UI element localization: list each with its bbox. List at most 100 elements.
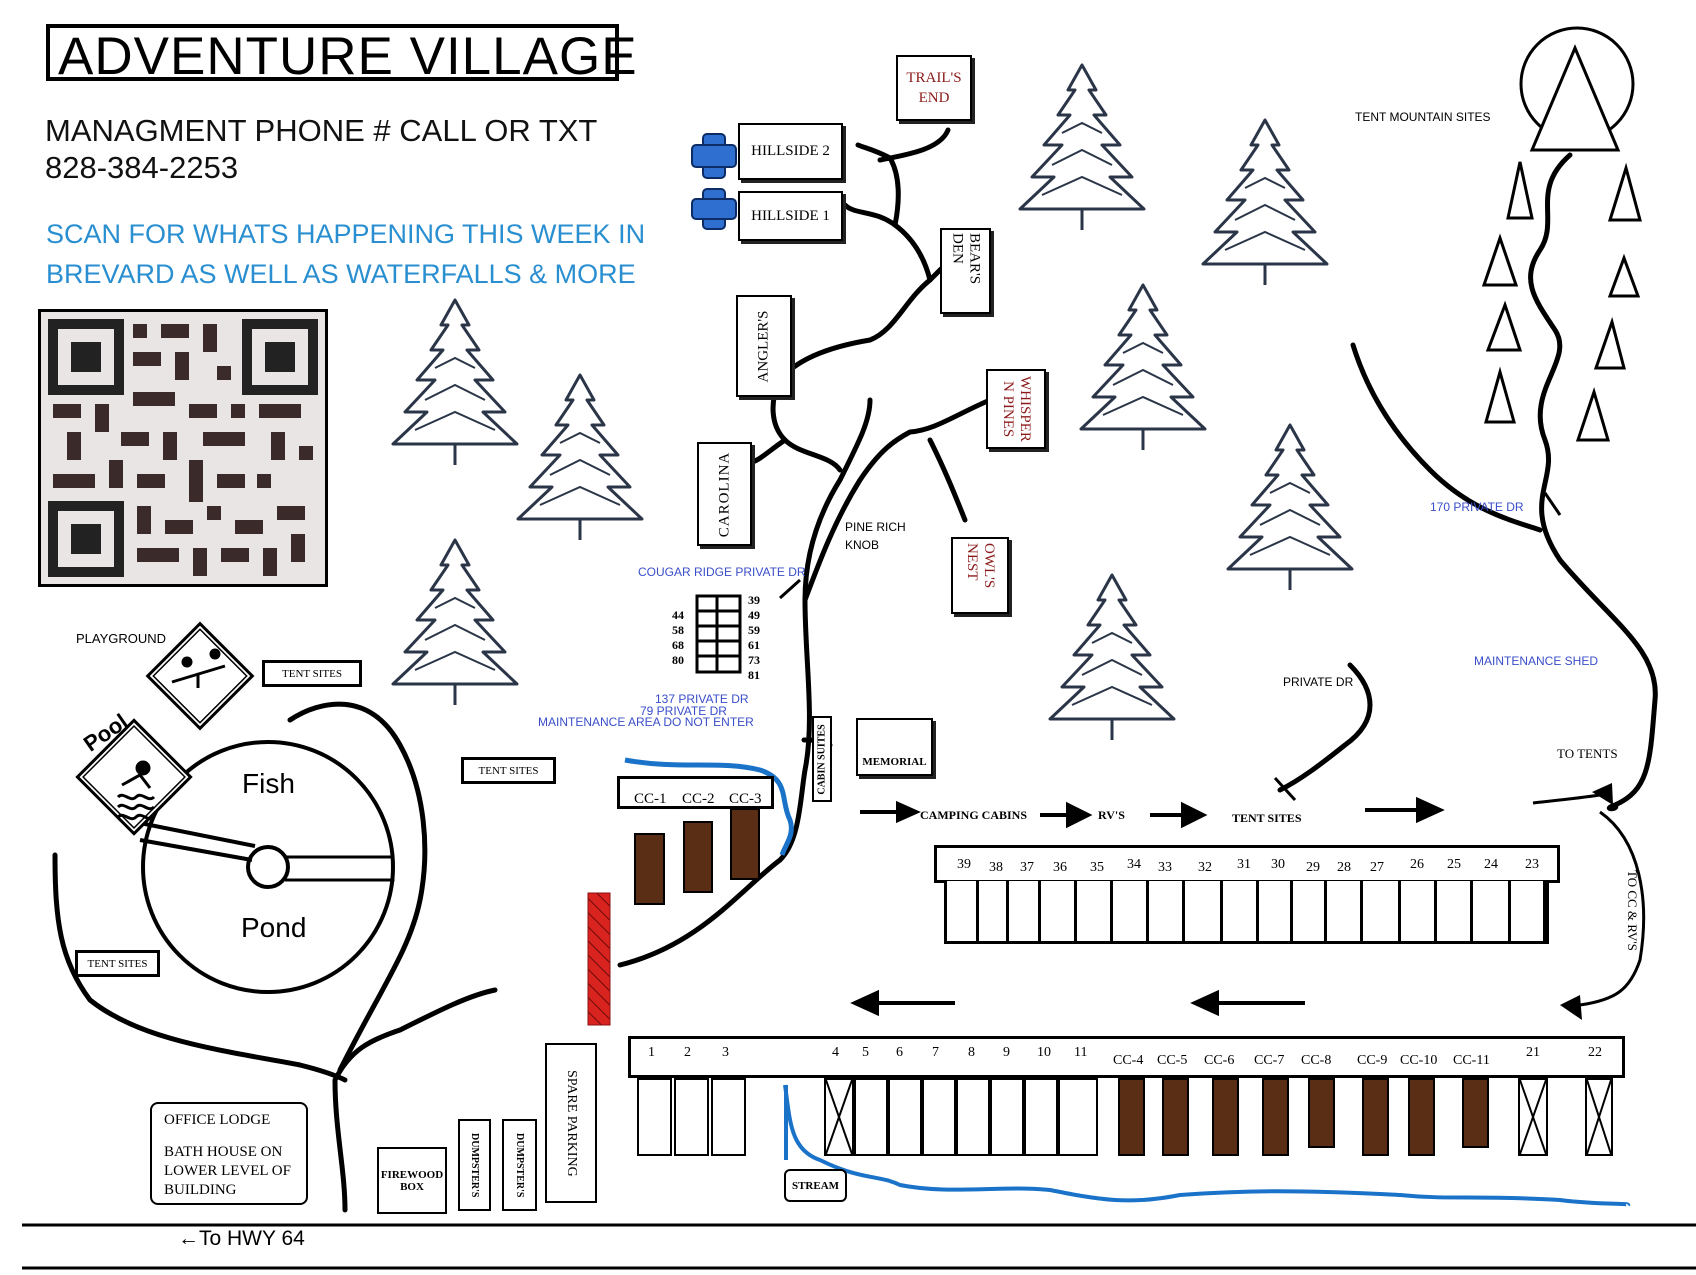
rv-site-number: 33 (1158, 860, 1172, 875)
tent-sites-box[interactable]: TENT SITES (461, 757, 556, 784)
phone-number[interactable]: 828-384-2253 (45, 150, 239, 185)
site-number: 3 (722, 1045, 729, 1060)
cabin-suites-label: CABIN SUITES (816, 723, 828, 795)
hillside-1-plus-icon (691, 188, 737, 230)
stream-segment (784, 1085, 788, 1160)
campsite[interactable] (637, 1078, 672, 1156)
cabin-anglers[interactable]: ANGLER'S (736, 295, 792, 397)
tent-sites-box[interactable]: TENT SITES (262, 660, 362, 687)
campsite[interactable] (888, 1078, 922, 1156)
site-number: CC-5 (1157, 1053, 1188, 1068)
cabin-trails-end-label: TRAIL'S END (906, 70, 962, 106)
rv-site-number: 25 (1447, 857, 1461, 872)
dumpster-2[interactable]: DUMPSTER'S (502, 1119, 537, 1211)
site-number: CC-4 (1113, 1053, 1144, 1068)
suite-number: 80 (672, 653, 684, 667)
cabin-suites[interactable]: CABIN SUITES (812, 716, 832, 802)
site-number: 5 (862, 1045, 869, 1060)
site-divider (1110, 881, 1113, 944)
cabin-bears-den[interactable]: BEAR'S DEN (940, 228, 991, 314)
campsite[interactable] (956, 1078, 990, 1156)
stream-lower (783, 1084, 1631, 1207)
camping-cabin[interactable] (1212, 1078, 1239, 1156)
cabin-whisper-n-pines-label: WHISPER N PINES (1000, 376, 1033, 442)
camping-cabin[interactable] (1462, 1078, 1489, 1148)
dumpster-1[interactable]: DUMPSTER'S (458, 1119, 491, 1211)
label-137-private-dr: 137 PRIVATE DR (655, 692, 749, 706)
hillside-2-plus-icon (691, 133, 737, 179)
spare-parking[interactable]: SPARE PARKING (545, 1043, 597, 1203)
cabin-hillside-1[interactable]: HILLSIDE 1 (738, 191, 843, 241)
suite-number: 49 (748, 608, 760, 622)
spare-parking-label: SPARE PARKING (564, 1069, 579, 1177)
firewood-box[interactable]: FIREWOOD BOX (377, 1147, 447, 1214)
suite-number: 58 (672, 623, 684, 637)
closed-site[interactable] (1518, 1078, 1548, 1156)
cc-cabins-top (634, 808, 760, 905)
cabin-owls-nest[interactable]: OWL'S NEST (951, 537, 1009, 614)
campsite[interactable] (854, 1078, 888, 1156)
site-number: CC-10 (1400, 1053, 1438, 1068)
camping-cabin[interactable] (1262, 1078, 1289, 1156)
site-divider (1220, 881, 1223, 944)
tent-sites-label: TENT SITES (282, 667, 342, 680)
campsite[interactable] (711, 1078, 746, 1156)
label-playground: PLAYGROUND (76, 631, 167, 646)
x-mark-icon (1586, 1079, 1612, 1155)
camping-cabin[interactable] (1118, 1078, 1145, 1156)
dumpster-label: DUMPSTER'S (514, 1132, 525, 1198)
closed-site[interactable] (1585, 1078, 1613, 1156)
site-divider (1434, 881, 1437, 944)
stream-label-box: STREAM (784, 1169, 847, 1202)
qr-code[interactable] (38, 309, 328, 587)
pine-tree-icon (1079, 283, 1207, 452)
cabin-carolina-label: CAROLINA (716, 451, 732, 537)
camping-cabin[interactable] (1408, 1078, 1435, 1156)
scan-block: SCAN FOR WHATS HAPPENING THIS WEEK IN BR… (46, 214, 645, 294)
cc-label: CC-3 (729, 791, 762, 807)
label-tent-mountain-sites: TENT MOUNTAIN SITES (1355, 110, 1491, 124)
rv-site-number: 35 (1090, 860, 1104, 875)
campsite[interactable] (674, 1078, 709, 1156)
site-divider (1182, 881, 1185, 944)
pine-tree-icon (1048, 573, 1176, 742)
label-knob: KNOB (845, 538, 880, 552)
dumpster-label: DUMPSTER'S (469, 1132, 480, 1198)
qr-code-icon (48, 319, 318, 577)
camping-cabin[interactable] (1308, 1078, 1335, 1148)
cabin-trails-end[interactable]: TRAIL'S END (896, 55, 972, 121)
playground-sign-icon (145, 621, 255, 731)
seesaw-icon (171, 648, 226, 688)
rv-site-number: 30 (1271, 857, 1285, 872)
rv-site-number: 27 (1370, 860, 1384, 875)
office-lodge[interactable]: OFFICE LODGE BATH HOUSE ON LOWER LEVEL O… (150, 1102, 308, 1205)
campsite[interactable] (1058, 1078, 1098, 1156)
cabin-whisper-n-pines[interactable]: WHISPER N PINES (986, 369, 1046, 449)
swimmer-icon (116, 760, 156, 821)
page-title: ADVENTURE VILLAGE (58, 27, 638, 86)
stream-label: STREAM (791, 1179, 840, 1192)
cabin-hillside-2[interactable]: HILLSIDE 2 (738, 123, 843, 180)
site-divider (1470, 881, 1473, 944)
campsite[interactable] (990, 1078, 1024, 1156)
stream-upper (624, 757, 794, 856)
suite-number: 81 (748, 668, 760, 682)
camping-cabin[interactable] (1162, 1078, 1189, 1156)
campsite[interactable] (922, 1078, 956, 1156)
memorial[interactable]: MEMORIAL (856, 718, 933, 776)
campsite[interactable] (1024, 1078, 1058, 1156)
tent-sites-box[interactable]: TENT SITES (75, 950, 160, 977)
site-divider (944, 881, 947, 944)
x-mark-icon (1519, 1079, 1547, 1155)
rv-site-number: 29 (1306, 860, 1320, 875)
phone-label: MANAGMENT PHONE # CALL OR TXT (45, 113, 598, 148)
cabin-carolina[interactable]: CAROLINA (697, 442, 752, 546)
camping-cabin[interactable] (1362, 1078, 1389, 1156)
suite-number: 73 (748, 653, 760, 667)
gate-marks (778, 492, 1562, 802)
label-to-cc-rvs: TO CC & RV'S (1625, 870, 1640, 951)
cc-label: CC-2 (682, 791, 715, 807)
suite-number: 61 (748, 638, 760, 652)
closed-site[interactable] (824, 1078, 854, 1156)
